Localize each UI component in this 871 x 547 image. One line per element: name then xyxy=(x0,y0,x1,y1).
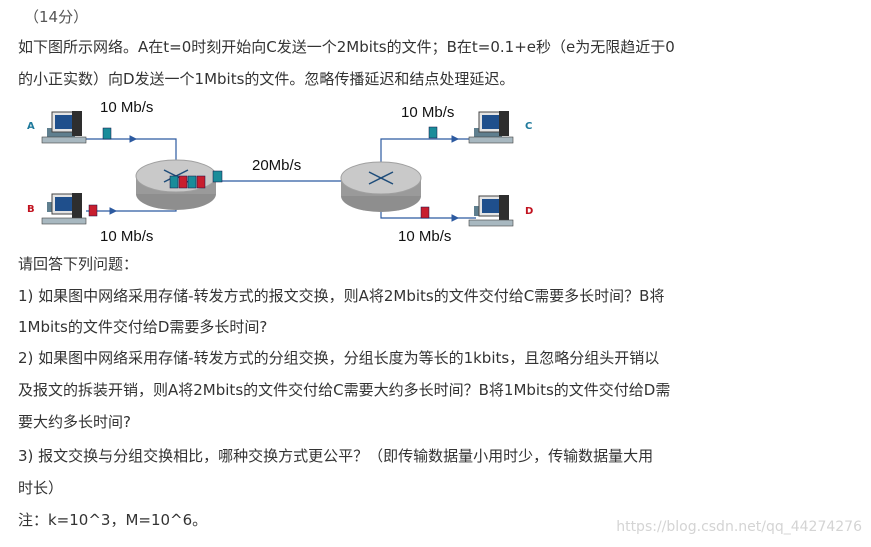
link-label-b: 10 Mb/s xyxy=(100,228,154,245)
host-a-icon xyxy=(41,111,87,144)
link-label-router: 20Mb/s xyxy=(252,157,302,174)
link-a-router xyxy=(86,138,177,164)
question-prompt: 请回答下列问题： xyxy=(18,255,139,273)
node-label-a: A xyxy=(27,121,35,132)
host-d-icon xyxy=(468,195,514,227)
router-queue xyxy=(169,170,223,189)
router-right-arrows-icon xyxy=(368,171,394,185)
node-label-c: C xyxy=(525,121,533,132)
arrow-d xyxy=(451,214,460,222)
link-router-c xyxy=(380,138,476,163)
transit-packet xyxy=(212,170,223,183)
link-label-d: 10 Mb/s xyxy=(398,228,452,245)
watermark: https://blog.csdn.net/qq_44274276 xyxy=(616,519,862,535)
question-note: 注：k=10^3，M=10^6。 xyxy=(18,511,208,529)
node-label-b: B xyxy=(27,204,35,215)
queue-packet-2 xyxy=(178,175,188,189)
question-intro-line-1: 如下图所示网络。A在t=0时刻开始向C发送一个2Mbits的文件；B在t=0.1… xyxy=(18,38,675,56)
arrow-c xyxy=(451,135,460,143)
packet-b xyxy=(88,204,98,217)
arrow-a xyxy=(129,135,138,143)
question-line-4: 及报文的拆装开销，则A将2Mbits的文件交付给C需要大约多长时间？B将1Mbi… xyxy=(18,381,671,399)
question-intro-line-2: 的小正实数）向D发送一个1Mbits的文件。忽略传播延迟和结点处理延迟。 xyxy=(18,70,515,88)
question-points: （14分） xyxy=(24,8,89,26)
router-right xyxy=(340,161,422,212)
question-line-6: 3) 报文交换与分组交换相比，哪种交换方式更公平？（即传输数据量小用时少，传输数… xyxy=(18,447,654,465)
packet-d xyxy=(420,206,430,219)
host-c-icon xyxy=(468,111,514,144)
arrow-b xyxy=(109,207,118,215)
host-b-icon xyxy=(41,193,87,225)
question-line-3: 2) 如果图中网络采用存储-转发方式的分组交换，分组长度为等长的1kbits，且… xyxy=(18,349,660,367)
question-line-1: 1) 如果图中网络采用存储-转发方式的报文交换，则A将2Mbits的文件交付给C… xyxy=(18,287,665,305)
packet-c xyxy=(428,126,438,139)
question-line-7: 时长） xyxy=(18,479,64,497)
queue-packet-1 xyxy=(169,175,179,189)
question-line-5: 要大约多长时间? xyxy=(18,413,131,431)
link-label-a: 10 Mb/s xyxy=(100,99,154,116)
node-label-d: D xyxy=(525,206,534,217)
link-label-c: 10 Mb/s xyxy=(401,104,455,121)
queue-packet-3 xyxy=(187,175,197,189)
question-line-2: 1Mbits的文件交付给D需要多长时间? xyxy=(18,318,268,336)
packet-a xyxy=(102,127,112,140)
queue-packet-4 xyxy=(196,175,206,189)
